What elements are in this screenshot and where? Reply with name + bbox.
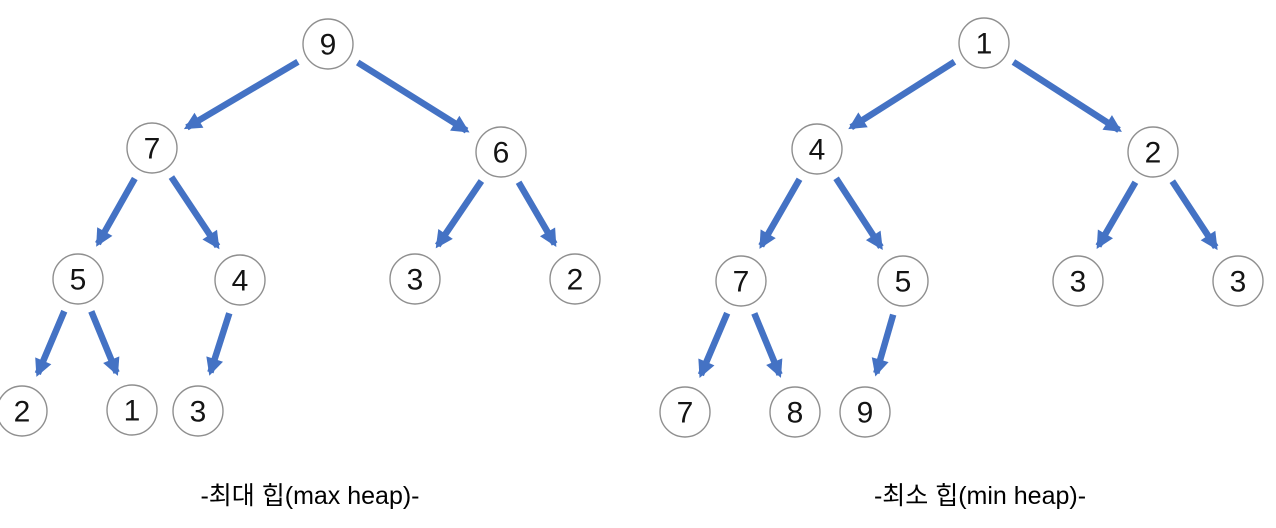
tree-node: [839, 386, 891, 438]
edge-arrow-LL-LLR: [751, 312, 783, 378]
node-label: 3: [1070, 266, 1087, 299]
node-label: 1: [976, 28, 993, 61]
tree-node: [659, 386, 711, 438]
tree-node: [389, 253, 441, 305]
node-label: 5: [70, 264, 87, 297]
edge-arrow-LL-LLL: [34, 309, 68, 377]
node-label: 3: [407, 264, 424, 297]
tree-node: [958, 17, 1010, 69]
edge-arrow-L-LL: [758, 177, 803, 249]
tree-max-heap: 9 7 6 5 4 3 2 2 1 3: [0, 18, 601, 437]
tree-node: [126, 122, 178, 174]
caption-max-heap: -최대 힙(max heap)-: [200, 482, 419, 510]
tree-node: [769, 386, 821, 438]
node-label: 2: [567, 264, 584, 297]
tree-min-heap: 1 4 2 7 5 3 3 7 8 9: [659, 17, 1264, 438]
edge-arrow-R-RL: [435, 179, 485, 249]
tree-node: [214, 254, 266, 306]
node-label: 4: [809, 134, 826, 167]
node-label: 7: [144, 133, 161, 166]
node-label: 5: [895, 266, 912, 299]
node-label: 7: [677, 397, 694, 430]
node-label: 6: [493, 137, 510, 170]
edge-arrow-LL-LLL: [697, 311, 731, 379]
node-label: 4: [232, 265, 249, 298]
tree-node: [106, 384, 158, 436]
node-label: 2: [1145, 137, 1162, 170]
tree-node: [0, 385, 48, 437]
edge-arrow-R-RR: [515, 180, 558, 248]
node-label: 2: [14, 396, 31, 429]
edge-arrow-R-RL: [1095, 180, 1139, 250]
tree-node: [791, 123, 843, 175]
edge-arrow-root-L: [848, 59, 957, 131]
edge-arrow-L-LR: [833, 176, 884, 251]
tree-node: [302, 18, 354, 70]
node-label: 1: [124, 395, 141, 428]
node-label: 3: [190, 396, 207, 429]
node-label: 3: [1230, 266, 1247, 299]
edge-arrow-root-L: [183, 59, 300, 131]
tree-node: [549, 253, 601, 305]
edge-arrow-LR-LRL: [871, 313, 897, 377]
caption-min-heap: -최소 힙(min heap)-: [874, 482, 1086, 510]
node-label: 9: [320, 29, 337, 62]
node-label: 9: [857, 397, 874, 430]
tree-node: [172, 385, 224, 437]
edge-arrow-LR-LRL: [206, 312, 233, 376]
tree-node: [52, 253, 104, 305]
tree-node: [877, 255, 929, 307]
edge-arrow-LL-LLR: [88, 310, 120, 376]
node-label: 8: [787, 397, 804, 430]
tree-node: [715, 255, 767, 307]
trees-group: 9 7 6 5 4 3 2 2 1 3 -최대 힙(max heap)- 1 4 2 7 5 3 3 7 8 9 -최소 …: [0, 17, 1264, 510]
tree-node: [475, 126, 527, 178]
edge-arrow-L-LR: [168, 175, 221, 250]
edge-arrow-R-RR: [1169, 179, 1219, 251]
tree-node: [1052, 255, 1104, 307]
tree-node: [1212, 255, 1264, 307]
tree-node: [1127, 126, 1179, 178]
edge-arrow-root-R: [1011, 59, 1122, 133]
node-label: 7: [733, 266, 750, 299]
edge-arrow-L-LL: [95, 176, 138, 247]
edge-arrow-root-R: [355, 59, 470, 134]
